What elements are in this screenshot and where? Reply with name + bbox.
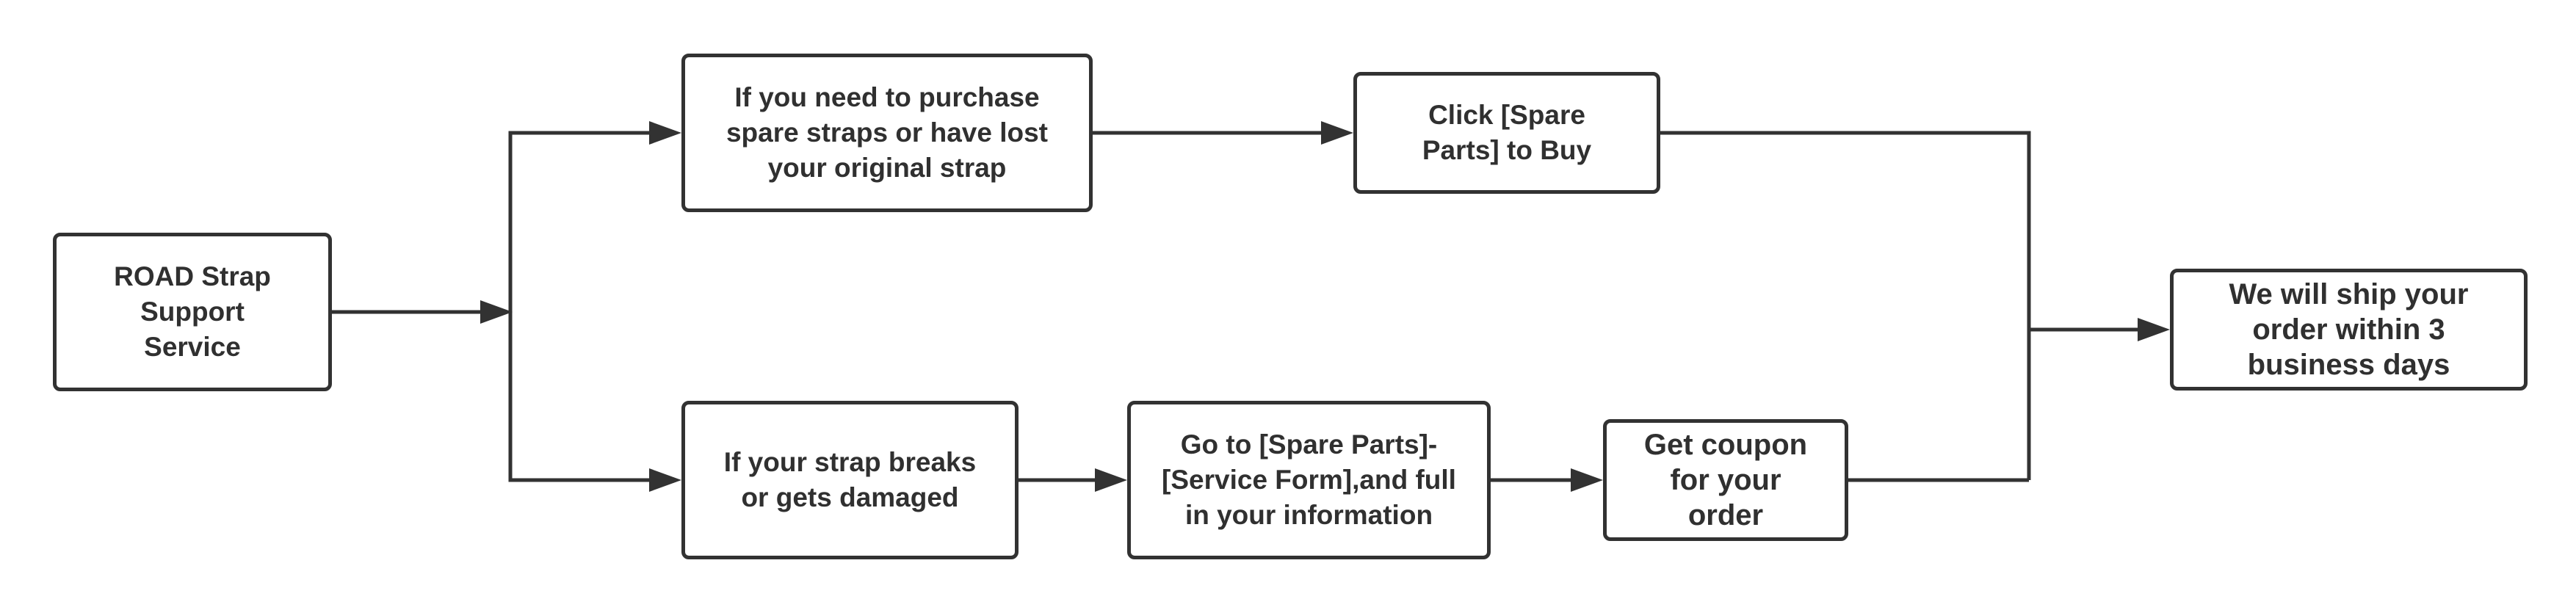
node-damage-condition: If your strap breaks or gets damaged — [681, 401, 1019, 559]
node-label: Click [Spare Parts] to Buy — [1422, 100, 1592, 165]
edge-junction-to-purchase — [508, 131, 654, 312]
arrowhead-form — [1095, 468, 1127, 492]
node-purchase-condition: If you need to purchase spare straps or … — [681, 54, 1093, 212]
node-label: ROAD Strap Support Service — [114, 261, 271, 362]
node-get-coupon: Get coupon for your order — [1603, 419, 1848, 541]
node-label: We will ship your order within 3 busines… — [2229, 278, 2469, 381]
arrowhead-damage — [649, 468, 681, 492]
arrowhead-click — [1321, 121, 1353, 145]
arrowhead-ship — [2138, 318, 2170, 341]
node-service-form: Go to [Spare Parts]-[Service Form],and f… — [1127, 401, 1491, 559]
arrowhead-junction — [480, 300, 513, 324]
edge-junction-to-damage — [508, 312, 654, 482]
node-label: Go to [Spare Parts]-[Service Form],and f… — [1162, 429, 1456, 530]
arrowhead-coupon — [1571, 468, 1603, 492]
node-label: If your strap breaks or gets damaged — [723, 447, 977, 512]
arrowhead-purchase — [649, 121, 681, 145]
node-label: Get coupon for your order — [1643, 429, 1808, 531]
node-label: If you need to purchase spare straps or … — [726, 82, 1049, 183]
edge-click-to-merge — [1660, 131, 2031, 480]
node-road-strap-support: ROAD Strap Support Service — [53, 233, 332, 391]
node-ship-order: We will ship your order within 3 busines… — [2170, 269, 2528, 391]
node-click-spare-parts: Click [Spare Parts] to Buy — [1353, 72, 1660, 194]
